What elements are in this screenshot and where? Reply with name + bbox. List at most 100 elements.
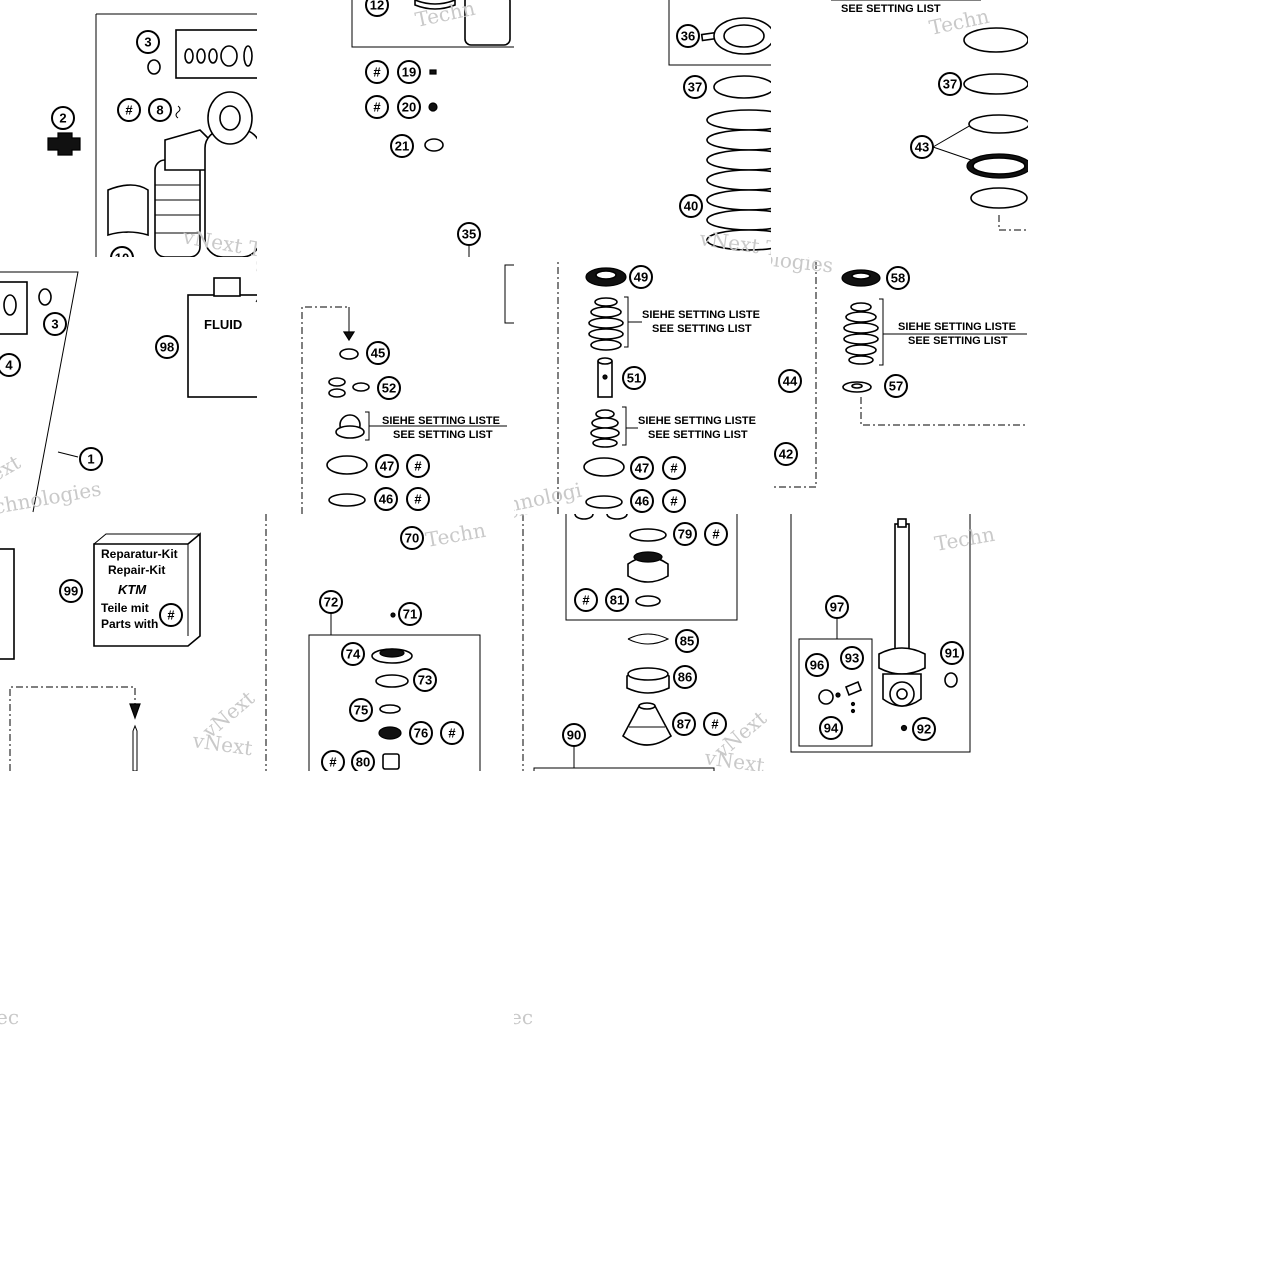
svg-text:52: 52 <box>382 381 396 396</box>
callout-47: 47 <box>375 454 399 478</box>
svg-text:80: 80 <box>356 755 370 770</box>
watermark: Techn <box>424 518 488 552</box>
callout-52: 52 <box>377 376 401 400</box>
callout-hash-47: # <box>662 456 686 480</box>
diagram-tile-bottom-left: es ec <box>0 771 257 1028</box>
watermark: hnologi <box>514 478 584 514</box>
callout-hash-46: # <box>406 487 430 511</box>
callout-42: 42 <box>774 442 798 466</box>
spring <box>706 109 771 251</box>
svg-text:58: 58 <box>891 271 905 286</box>
callout-92: 92 <box>912 717 936 741</box>
svg-text:#: # <box>670 461 678 476</box>
callout-98: 98 <box>155 335 179 359</box>
diagram-tile-top-right: SEE SETTING LIST Techn 37 43 <box>771 0 1028 257</box>
kit-parts-en: Parts with <box>101 617 158 631</box>
svg-text:#: # <box>167 608 175 623</box>
callout-80: 80 <box>351 750 375 771</box>
callout-hash-79: # <box>704 522 728 546</box>
svg-text:71: 71 <box>403 607 417 622</box>
callout-87: 87 <box>672 712 696 736</box>
diagram-tile-middle-left: 3 4 1 98 FLUID ext chnologies gies <box>0 257 257 514</box>
svg-text:91: 91 <box>945 646 959 661</box>
svg-text:#: # <box>329 755 337 770</box>
callout-81: 81 <box>605 588 629 612</box>
callout-19: 19 <box>397 60 421 84</box>
svg-text:3: 3 <box>144 35 151 50</box>
svg-text:96: 96 <box>810 658 824 673</box>
setting-list-label-en: SEE SETTING LIST <box>908 335 1008 347</box>
watermark: ext <box>0 450 24 486</box>
svg-text:46: 46 <box>635 494 649 509</box>
callout-58: 58 <box>886 266 910 290</box>
svg-text:72: 72 <box>324 595 338 610</box>
kit-parts-de: Teile mit <box>101 601 149 615</box>
callout-70: 70 <box>400 526 424 550</box>
svg-text:51: 51 <box>627 371 641 386</box>
callout-97: 97 <box>825 595 849 619</box>
setting-list-label-de: SIEHE SETTING LISTE <box>382 415 500 427</box>
callout-46: 46 <box>630 489 654 513</box>
svg-text:36: 36 <box>681 29 695 44</box>
svg-text:20: 20 <box>402 100 416 115</box>
callout-76: 76 <box>409 721 433 745</box>
callout-12: 12 <box>365 0 389 17</box>
watermark: ec <box>0 1005 19 1028</box>
svg-text:12: 12 <box>370 0 384 13</box>
svg-text:8: 8 <box>156 103 163 118</box>
setting-list-label: SEE SETTING LIST <box>841 3 941 15</box>
callout-40: 40 <box>679 194 703 218</box>
svg-text:37: 37 <box>688 80 702 95</box>
callout-79: 79 <box>673 522 697 546</box>
callout-hash-46: # <box>662 489 686 513</box>
callout-73: 73 <box>413 668 437 692</box>
setting-list-label-de: SIEHE SETTING LISTE <box>642 309 760 321</box>
kit-brand: KTM <box>118 582 147 597</box>
setting-list-label-de: SIEHE SETTING LISTE <box>898 321 1016 333</box>
callout-36: 36 <box>676 24 700 48</box>
svg-text:81: 81 <box>610 593 624 608</box>
setting-list-label-de: SIEHE SETTING LISTE <box>638 415 756 427</box>
callout-hash-76: # <box>440 721 464 745</box>
svg-text:46: 46 <box>379 492 393 507</box>
diagram-tile-lower-left: 99 Reparatur-Kit Repair-Kit KTM Teile mi… <box>0 514 257 771</box>
diagram-tile-bottom-center: es ec <box>514 771 771 1028</box>
callout-46: 46 <box>374 487 398 511</box>
svg-text:40: 40 <box>684 199 698 214</box>
svg-text:#: # <box>711 717 719 732</box>
callout-hash-20: # <box>365 95 389 119</box>
svg-text:49: 49 <box>634 270 648 285</box>
callout-86: 86 <box>673 665 697 689</box>
svg-text:85: 85 <box>680 634 694 649</box>
callout-21: 21 <box>390 134 414 158</box>
callout-hash-81: # <box>574 588 598 612</box>
setting-list-label-en: SEE SETTING LIST <box>652 323 752 335</box>
callout-4: 4 <box>0 353 21 377</box>
svg-text:4: 4 <box>5 358 13 373</box>
watermark: ext <box>514 514 539 524</box>
svg-text:19: 19 <box>402 65 416 80</box>
watermark: gies <box>254 257 257 278</box>
kit-label-de: Reparatur-Kit <box>101 547 178 561</box>
svg-text:21: 21 <box>395 139 409 154</box>
callout-51: 51 <box>622 366 646 390</box>
diagram-tile-lower-center: ext 79 # # 81 85 86 87 # 90 vNext Tec <box>514 514 771 771</box>
svg-text:98: 98 <box>160 340 174 355</box>
svg-text:42: 42 <box>779 447 793 462</box>
callout-85: 85 <box>675 629 699 653</box>
callout-96: 96 <box>805 653 829 677</box>
watermark: es <box>0 974 5 1000</box>
setting-list-label-en: SEE SETTING LIST <box>393 429 493 441</box>
callout-47: 47 <box>630 456 654 480</box>
svg-text:70: 70 <box>405 531 419 546</box>
callout-37: 37 <box>683 75 707 99</box>
callout-57: 57 <box>884 374 908 398</box>
callout-72: 72 <box>319 590 343 614</box>
svg-text:99: 99 <box>64 584 78 599</box>
svg-text:1: 1 <box>87 452 94 467</box>
svg-text:90: 90 <box>567 728 581 743</box>
svg-text:76: 76 <box>414 726 428 741</box>
callout-3: 3 <box>43 312 67 336</box>
svg-text:#: # <box>712 527 720 542</box>
diagram-tile-top-center: 36 37 40 vNext Te <box>514 0 771 257</box>
